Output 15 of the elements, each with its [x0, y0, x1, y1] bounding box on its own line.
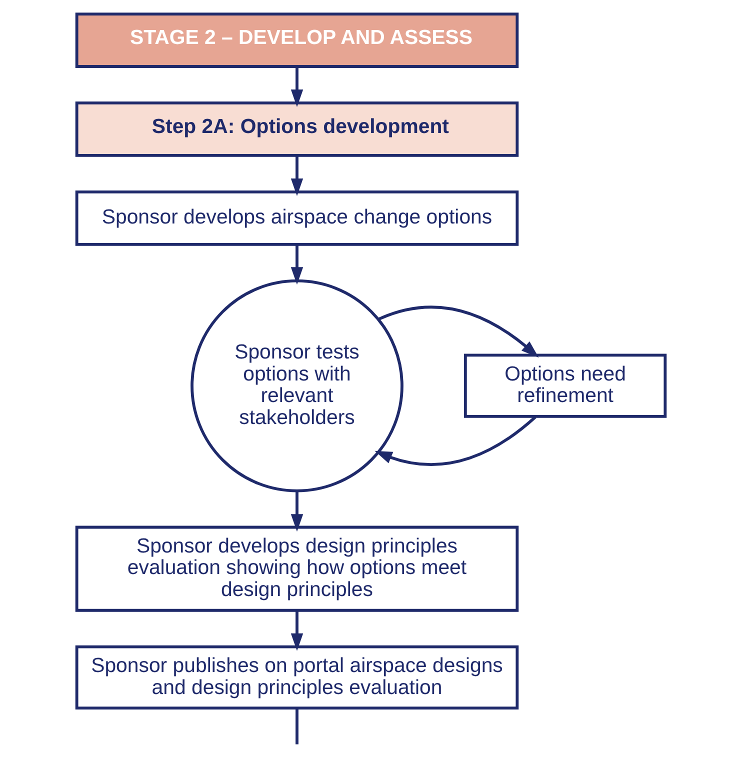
arrow	[290, 491, 304, 532]
arrow	[374, 416, 536, 466]
arrow	[378, 306, 539, 358]
node-box: Sponsor publishes on portal airspace designs and design principles evaluation	[75, 645, 519, 710]
arrow	[290, 610, 304, 651]
node-box: Step 2A: Options development	[75, 102, 519, 157]
arrow	[290, 156, 304, 196]
node-box: Options need refinement	[464, 354, 667, 418]
node-circle: Sponsor tests options with relevant stakeholders	[190, 279, 404, 492]
connector	[296, 708, 298, 744]
node-box: STAGE 2 – DEVELOP AND ASSESS	[75, 12, 519, 68]
node-box: Sponsor develops airspace change options	[75, 190, 519, 246]
node-box: Sponsor develops design principles evaluation showing how options meet design principles	[75, 526, 519, 612]
arrow	[290, 66, 304, 108]
arrow	[290, 244, 304, 285]
